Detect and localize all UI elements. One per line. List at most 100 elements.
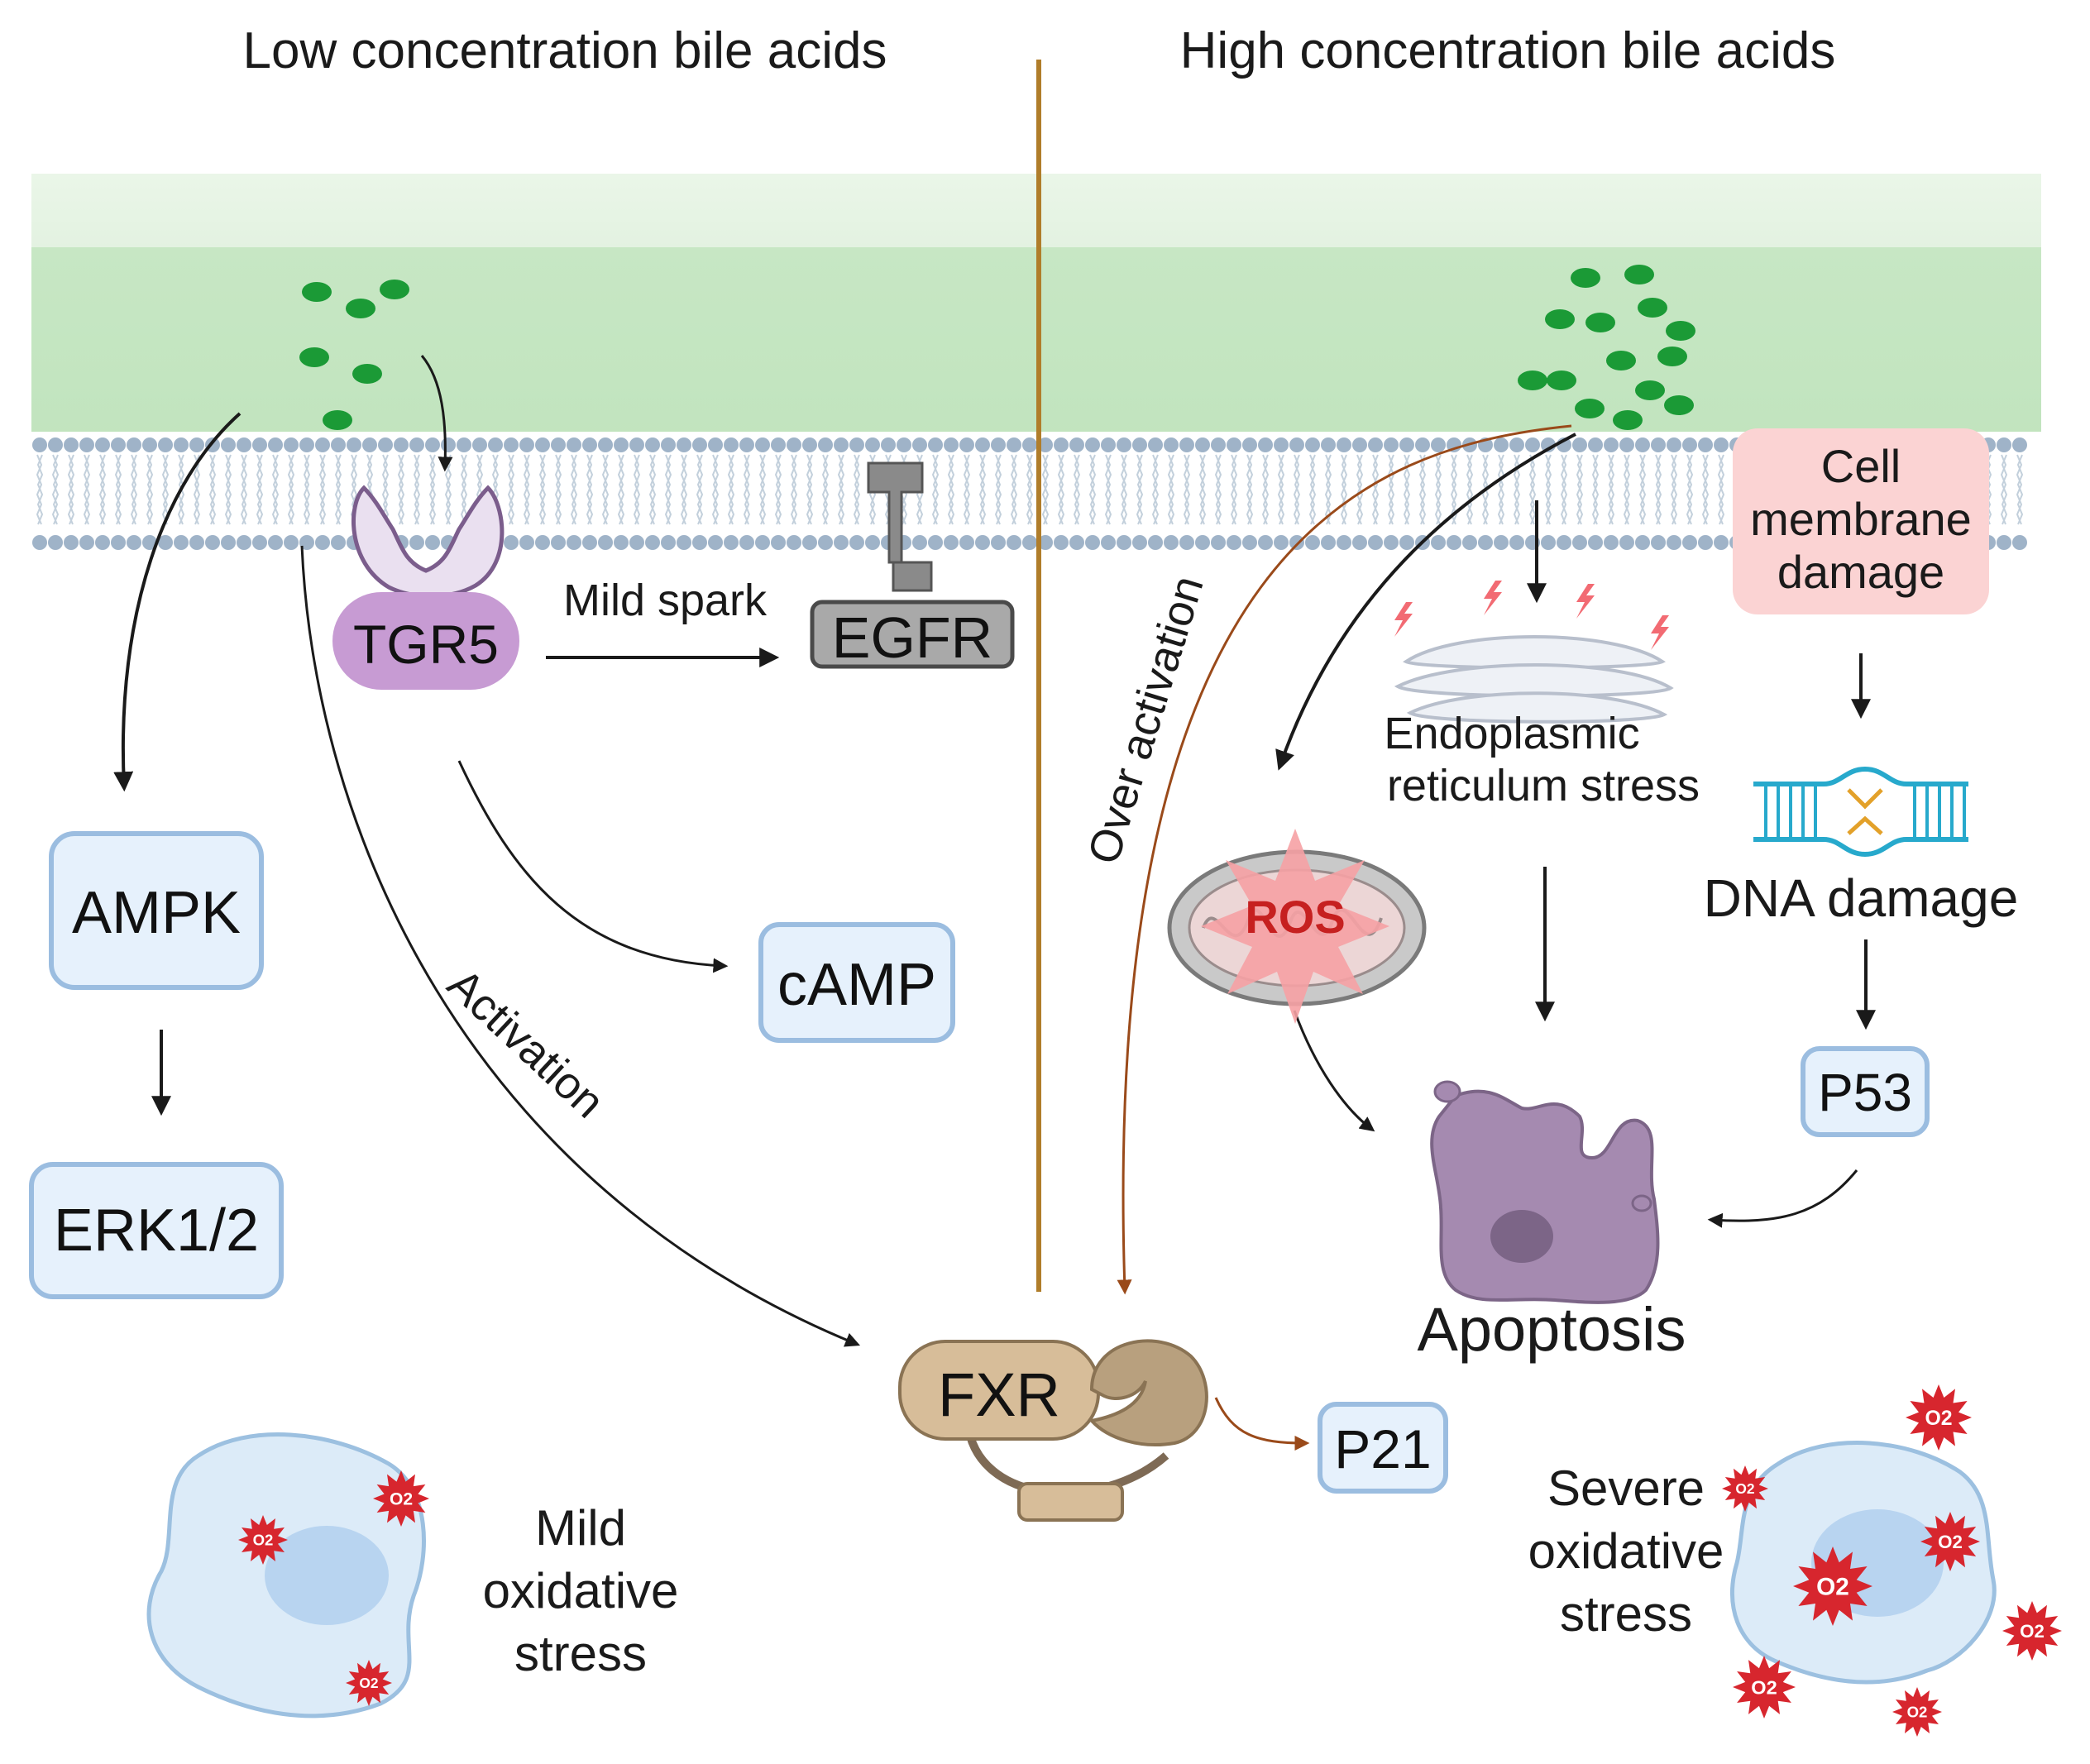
bile-acid-dot-icon: [323, 410, 352, 430]
lipid-head: [818, 535, 833, 550]
lipid-head: [378, 437, 393, 452]
lipid-head: [1038, 437, 1053, 452]
bile-acid-dot-icon: [1518, 370, 1547, 390]
lipid-head: [614, 535, 629, 550]
dna-icon: [1753, 766, 1968, 858]
lipid-head: [787, 437, 801, 452]
lipid-head: [1651, 535, 1666, 550]
lipid-tail: [1246, 454, 1254, 525]
lipid-head: [551, 437, 566, 452]
lipid-tail: [1623, 454, 1631, 525]
lipid-tail: [1434, 454, 1442, 525]
lipid-head: [661, 437, 676, 452]
lipid-head: [1242, 535, 1257, 550]
lipid-head: [928, 437, 943, 452]
lipid-head: [409, 535, 424, 550]
bile-acid-dot-icon: [1638, 298, 1667, 318]
lipid-tail: [1340, 454, 1348, 525]
lipid-tail: [83, 454, 91, 525]
lipid-head: [1022, 535, 1037, 550]
lipid-head: [32, 437, 47, 452]
bile-acid-dot-icon: [302, 282, 332, 302]
lipid-head: [1101, 535, 1116, 550]
lipid-head: [1132, 535, 1147, 550]
lipid-tail: [711, 454, 720, 525]
lipid-head: [1022, 437, 1037, 452]
lipid-tail: [1230, 454, 1238, 525]
lipid-tail: [334, 454, 342, 525]
lipid-tail: [51, 454, 60, 525]
lipid-head: [975, 535, 990, 550]
lipid-tail: [601, 454, 610, 525]
lipid-tail: [1544, 454, 1552, 525]
lightning-icon: [1651, 615, 1669, 650]
lipid-tail: [633, 454, 641, 525]
lipid-head: [991, 437, 1006, 452]
lipid-head: [1352, 437, 1367, 452]
lipid-head: [724, 437, 739, 452]
lipid-tail: [1261, 454, 1270, 525]
lipid-tail: [1277, 454, 1285, 525]
p53-label: P53: [1818, 1063, 1912, 1122]
lipid-head: [315, 437, 330, 452]
lipid-head: [1305, 437, 1320, 452]
lipid-head: [944, 535, 959, 550]
lipid-tail: [161, 454, 170, 525]
lipid-head: [708, 437, 723, 452]
lightning-icon: [1576, 584, 1595, 619]
lipid-tail: [758, 454, 767, 525]
er-stress-line2: reticulum stress: [1387, 761, 1700, 810]
lipid-head: [111, 437, 126, 452]
lipid-head: [1619, 535, 1634, 550]
lipid-head: [1698, 437, 1713, 452]
lipid-head: [1117, 437, 1131, 452]
lipid-head: [535, 535, 550, 550]
lipid-head: [127, 437, 141, 452]
lipid-head: [472, 437, 487, 452]
lipid-tail: [570, 454, 578, 525]
lipid-tail: [208, 454, 217, 525]
o2-radical-icon: O2: [238, 1515, 288, 1565]
lipid-head: [221, 437, 236, 452]
lipid-head: [189, 437, 204, 452]
lipid-head: [1164, 535, 1179, 550]
lipid-head: [205, 535, 220, 550]
lipid-head: [1635, 535, 1650, 550]
lipid-tail: [1591, 454, 1600, 525]
lipid-tail: [287, 454, 295, 525]
apoptosis-label: Apoptosis: [1418, 1295, 1686, 1364]
arrow-ros-to-apoptosis: [1293, 1010, 1375, 1132]
lipid-head: [1399, 437, 1414, 452]
mild-stress-line3: stress: [514, 1626, 647, 1681]
lipid-head: [1242, 437, 1257, 452]
membrane-damage-line3: damage: [1777, 546, 1944, 598]
lipid-tail: [586, 454, 594, 525]
lipid-head: [535, 437, 550, 452]
lipid-tail: [1356, 454, 1364, 525]
lipid-head: [645, 437, 660, 452]
lipid-head: [1509, 535, 1524, 550]
lipid-head: [1494, 437, 1509, 452]
bile-acid-dot-icon: [299, 347, 329, 367]
svg-text:O2: O2: [1751, 1676, 1777, 1698]
bile-acid-dot-icon: [352, 364, 382, 384]
lipid-head: [48, 535, 63, 550]
lipid-tail: [1717, 454, 1725, 525]
bile-acid-dot-icon: [1664, 395, 1694, 415]
lipid-head: [582, 535, 597, 550]
lipid-head: [1368, 535, 1383, 550]
lipid-tail: [538, 454, 547, 525]
bile-acid-dot-icon: [1585, 313, 1615, 332]
lipid-head: [928, 535, 943, 550]
lipid-head: [158, 535, 173, 550]
lipid-tail: [696, 454, 704, 525]
lipid-head: [1384, 437, 1399, 452]
lipid-tail: [1418, 454, 1427, 525]
endoplasmic-reticulum-icon: [1394, 635, 1674, 724]
lipid-head: [79, 437, 94, 452]
bile-acid-dot-icon: [1635, 380, 1665, 400]
lipid-head: [1289, 437, 1304, 452]
lipid-head: [1415, 437, 1430, 452]
